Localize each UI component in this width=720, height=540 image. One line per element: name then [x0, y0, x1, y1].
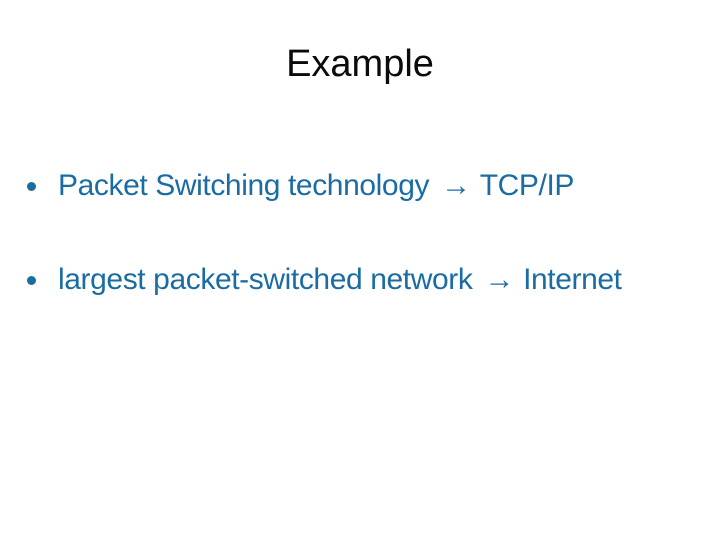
right-arrow-icon: →: [484, 263, 515, 296]
slide-title: Example: [286, 43, 434, 85]
bullet-line-2: largest packet-switched network →Internet: [0, 258, 720, 302]
bullet-2-content: largest packet-switched network →Internet: [58, 258, 622, 302]
bullet-1-label: Packet Switching technology: [58, 169, 430, 202]
bullet-2-label: largest packet-switched network: [58, 263, 473, 296]
bullet-2-target: Internet: [523, 263, 622, 296]
right-arrow-icon: →: [441, 169, 471, 202]
bullet-marker-icon: [27, 275, 36, 285]
bullet-1-content: Packet Switching technology →TCP/IP: [58, 164, 574, 208]
bullet-1-target: TCP/IP: [479, 169, 575, 202]
bullet-marker-icon: [27, 181, 36, 191]
bullet-line-1: Packet Switching technology →TCP/IP: [0, 164, 720, 208]
